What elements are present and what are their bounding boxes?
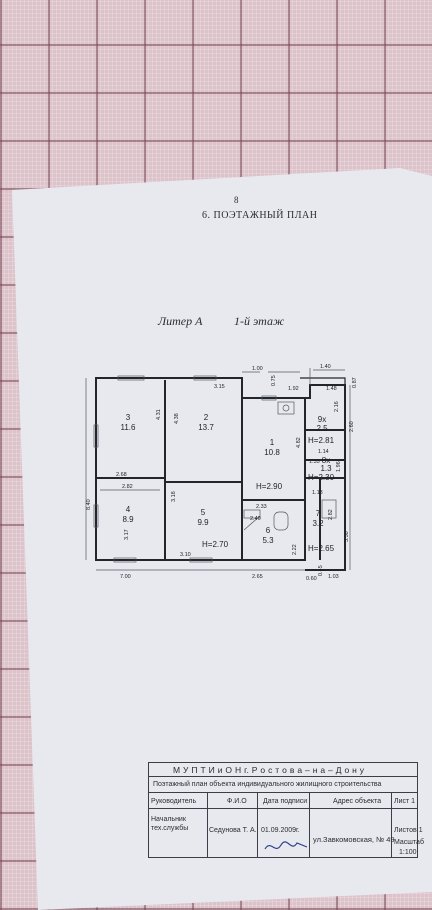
dimension-label: 1.13 [312,490,323,496]
room-area: 2.5 [316,424,328,433]
signature [264,841,308,850]
stamp-divider [257,793,258,857]
section-title: 6. ПОЭТАЖНЫЙ ПЛАН [202,210,318,221]
room-area: 1.3 [320,464,332,473]
dimension-label: 3.50 [344,531,350,542]
room-number: 2 [204,413,209,422]
dimension-label: 4.31 [156,409,162,420]
stamp-address: ул.Завкомовская, № 49 [313,835,395,844]
dimension-label: 2.22 [292,544,298,555]
room-area: 11.6 [121,423,137,432]
stamp-org-row: М У П Т И и О Н г. Р о с т о в а – н а –… [149,763,417,777]
dimension-label: 2.82 [122,484,133,490]
room-number: 5 [201,508,206,517]
page-number: 8 [234,195,239,205]
dimension-label: 0.45 [318,565,324,576]
ceiling-height: H=2.65 [308,544,335,553]
stamp-date-2: 01.09.2009г. [261,827,300,834]
stamp-header-row: Руководитель Ф.И.О Дата подписи Адрес об… [149,793,417,809]
dimension-label: 0.87 [352,377,358,388]
stamp-sheets: Листов 1 [394,827,423,834]
stamp-doc-title: Поэтажный план объекта индивидуального ж… [153,781,382,788]
dimension-label: 2.60 [349,421,355,432]
room-area: 10.8 [264,448,280,457]
dimension-label: 3.10 [180,552,191,558]
room-number: 7 [316,509,321,518]
dimension-label: 2.40 [250,516,261,522]
dimension-label: 3.18 [171,491,177,502]
dimension-label: 2.68 [116,472,127,478]
litera-label: Литер А [158,314,203,328]
dimension-label: 2.82 [328,509,334,520]
dimension-label: 2.65 [252,574,263,580]
dimension-label: 2.16 [334,401,340,412]
title-block: М У П Т И и О Н г. Р о с т о в а – н а –… [148,762,424,858]
room-number: 1 [270,438,275,447]
room-number: 8х [322,456,330,465]
dimension-label: 4.38 [174,413,180,424]
dimension-label: 4.82 [296,437,302,448]
stamp-col-name: Ф.И.О [227,798,247,805]
ceiling-height: H=2.90 [256,482,283,491]
room-number: 9х [318,415,326,424]
dimension-label: 8.40 [86,499,92,510]
dimension-label: 1.48 [326,386,337,392]
dimension-label: 1.35 [309,459,320,465]
stamp-name-2: Седунова Т. А. [209,827,257,834]
floor-label: 1-й этаж [234,314,285,328]
dimension-label: 2.33 [256,504,267,510]
room-area: 9.9 [197,518,209,527]
room-number: 6 [266,526,271,535]
dimension-label: 1.40 [320,364,331,370]
room-area: 3.2 [312,519,324,528]
stamp-title-row: Поэтажный план объекта индивидуального ж… [149,777,417,793]
dimension-label: 3.15 [214,384,225,390]
room-area: 13.7 [198,423,214,432]
stamp-scale-label: Масштаб [394,839,424,846]
stamp-col-role: Руководитель [151,798,197,805]
dimension-label: 0.75 [271,375,277,386]
stamp-col-date: Дата подписи [263,798,308,805]
dimension-label: 7.00 [120,574,131,580]
stamp-role-2: Начальник тех.службы [151,816,189,832]
dimension-label: 1.96 [336,461,342,472]
dimension-label: 1.92 [288,386,299,392]
dimension-label: 1.03 [328,574,339,580]
stamp-divider [391,793,392,857]
ceiling-height: H=2.70 [202,540,229,549]
ceiling-height: H=2.30 [308,473,335,482]
stamp-col-sheet: Лист 1 [394,798,416,805]
stamp-scale: 1:100 [399,849,417,856]
dimension-label: 3.17 [124,529,130,540]
dimension-label: 1.14 [318,449,329,455]
room-area: 5.3 [262,536,274,545]
room-number: 4 [126,505,131,514]
ceiling-height: H=2.81 [308,436,335,445]
stamp-divider [207,793,208,857]
stamp-divider [309,793,310,857]
room-number: 3 [126,413,131,422]
dimension-label: 0.60 [306,576,317,582]
room-area: 8.9 [122,515,134,524]
dimension-label: 1.00 [252,366,263,372]
stamp-org: М У П Т И и О Н г. Р о с т о в а – н а –… [173,765,365,775]
stamp-col-address: Адрес объекта [333,798,382,805]
